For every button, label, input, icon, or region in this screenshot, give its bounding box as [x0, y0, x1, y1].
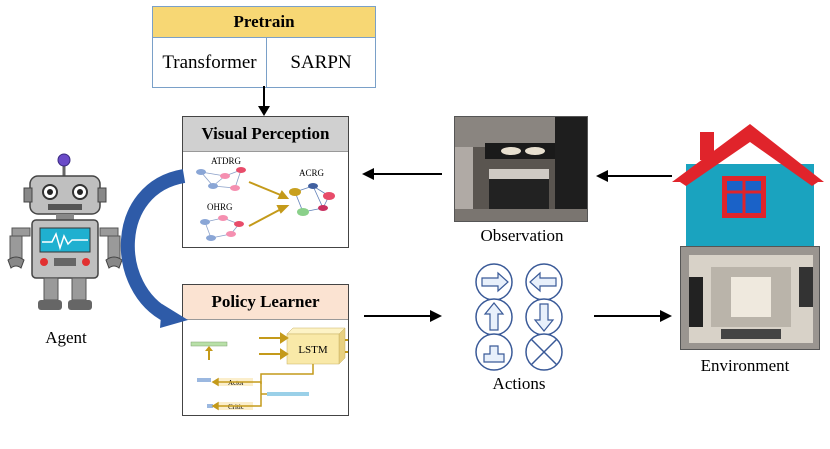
actor-label: Actor — [228, 379, 245, 387]
graph-label-acrg: ACRG — [299, 168, 325, 178]
policy-network-diagram: LSTM Actor Critic — [190, 327, 349, 411]
visual-perception-box: Visual Perception ATDRG OHRG ACRG — [182, 116, 349, 248]
graph-label-ohrg: OHRG — [207, 202, 233, 212]
observation-label: Observation — [480, 226, 564, 245]
arrow-down-icon — [533, 303, 555, 332]
arrow-left-icon — [529, 271, 557, 293]
pretrain-transformer-cell: Transformer — [153, 38, 267, 88]
arrow-right-icon — [481, 271, 509, 293]
environment-image — [680, 246, 820, 350]
environment-label: Environment — [700, 356, 790, 375]
critic-output-bar — [207, 404, 213, 408]
curved-flow-arrow — [120, 169, 188, 328]
actor-output-bar — [197, 378, 211, 382]
shared-feature-bar — [267, 392, 309, 396]
actions-label: Actions — [492, 374, 546, 393]
arrow-observation-to-perception — [362, 168, 442, 180]
fusion-arrows — [248, 181, 290, 227]
arrow-environment-to-observation — [596, 170, 672, 182]
robot-icon — [7, 153, 123, 310]
arrow-up-icon — [483, 302, 505, 331]
arrow-pretrain-to-perception — [258, 86, 270, 116]
scene-graphs: ATDRG OHRG ACRG — [196, 156, 335, 241]
graph-label-atdrg: ATDRG — [211, 156, 242, 166]
visual-perception-title: Visual Perception — [183, 117, 348, 152]
policy-learner-box: Policy Learner LSTM Actor Critic — [182, 284, 349, 416]
arrow-actions-to-environment — [594, 310, 672, 322]
policy-learner-title: Policy Learner — [183, 285, 348, 320]
acrg-nodes — [289, 183, 335, 216]
arrow-up-bar-icon — [483, 345, 505, 363]
ohrg-nodes — [200, 215, 244, 241]
pretrain-title: Pretrain — [153, 7, 375, 38]
agent-label: Agent — [45, 328, 87, 347]
lstm-label: LSTM — [298, 344, 328, 356]
x-stop-icon — [530, 338, 558, 366]
actions-grid — [475, 263, 563, 371]
house-icon — [672, 124, 824, 246]
arrow-policy-to-actions — [364, 310, 442, 322]
atdrg-nodes — [196, 167, 246, 191]
pretrain-box: Pretrain Transformer SARPN — [152, 6, 376, 88]
pretrain-sarpn-cell: SARPN — [290, 52, 352, 73]
observation-image — [454, 116, 588, 222]
critic-label: Critic — [228, 403, 244, 411]
input-feature-bar — [190, 341, 228, 347]
